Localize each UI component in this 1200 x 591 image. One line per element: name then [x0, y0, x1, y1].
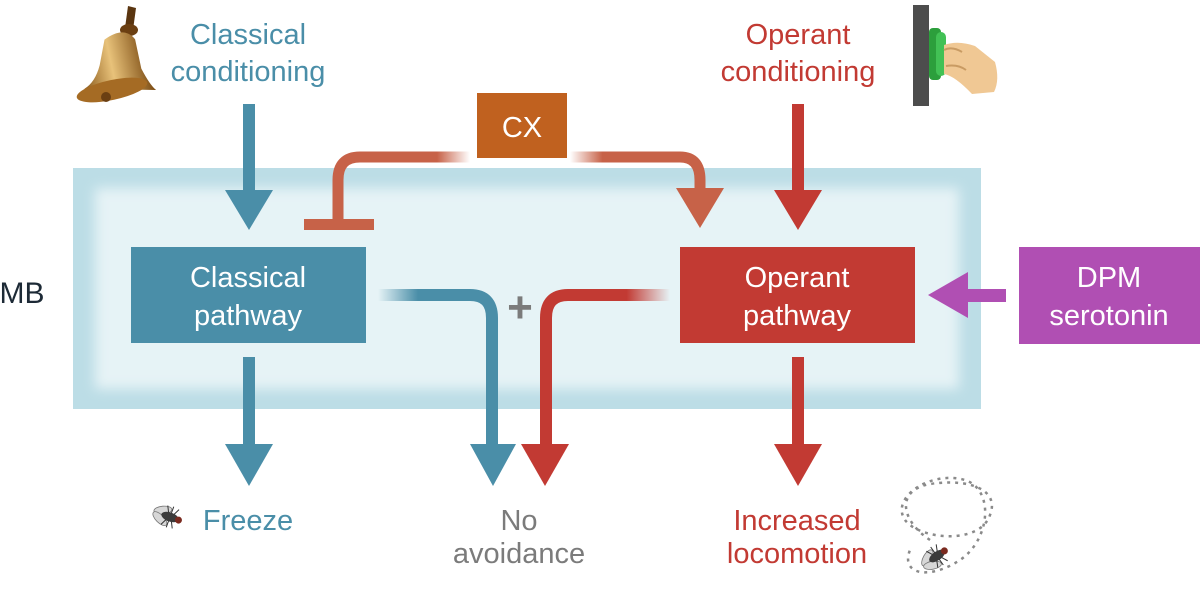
button-press-icon: [913, 5, 998, 106]
dpm-arrow: [928, 272, 1006, 318]
fly-trajectory-icon: [900, 476, 994, 574]
mb-label: MB: [0, 277, 45, 310]
locomotion-label-line1: Increased: [733, 505, 860, 537]
locomotion-label-line2: locomotion: [727, 538, 867, 570]
classical-pathway-label-line1: Classical: [190, 262, 306, 294]
locomotion-output-arrow: [774, 357, 822, 486]
classical-input-arrow: [225, 104, 273, 230]
operant-input-arrow: [774, 104, 822, 230]
fly-icon: [152, 505, 182, 529]
classical-conditioning-label-line1: Classical: [190, 19, 306, 51]
freeze-output-arrow: [225, 357, 273, 486]
plus-sign: +: [507, 283, 533, 332]
no-avoidance-label-line1: No: [500, 505, 537, 537]
freeze-label: Freeze: [203, 505, 293, 537]
operant-conditioning-label-line2: conditioning: [721, 56, 876, 88]
cx-box: [477, 93, 567, 158]
classical-pathway-box: [131, 247, 366, 343]
no-avoidance-label-line2: avoidance: [453, 538, 585, 570]
cx-inhibition-line: [304, 151, 470, 230]
cx-label: CX: [502, 112, 542, 144]
operant-pathway-label-line2: pathway: [743, 300, 852, 332]
dpm-label-line1: DPM: [1077, 262, 1141, 294]
dpm-serotonin-box: [1019, 247, 1200, 344]
operant-to-no-avoidance-path: [521, 289, 670, 486]
bell-icon: [76, 6, 157, 103]
cx-excitation-arrow: [570, 151, 724, 228]
classical-pathway-label-line2: pathway: [194, 300, 303, 332]
dpm-label-line2: serotonin: [1049, 300, 1168, 332]
operant-pathway-label-line1: Operant: [745, 262, 850, 294]
operant-pathway-box: [680, 247, 915, 343]
classical-conditioning-label-line2: conditioning: [171, 56, 326, 88]
operant-conditioning-label-line1: Operant: [746, 19, 851, 51]
classical-to-no-avoidance-path: [378, 289, 516, 486]
